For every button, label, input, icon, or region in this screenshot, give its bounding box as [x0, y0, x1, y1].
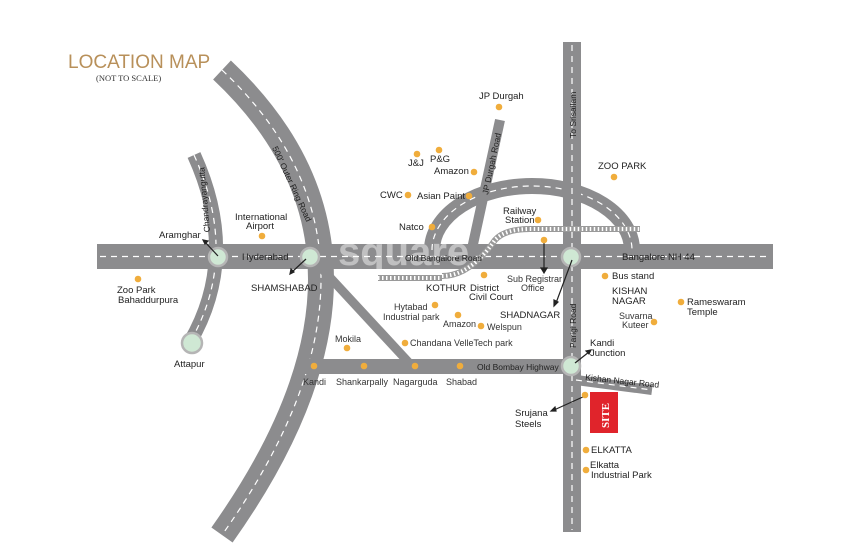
pointer-arrows [201, 239, 593, 412]
label-shadnagar: SHADNAGAR [500, 310, 560, 321]
label-cwc: CWC [380, 190, 403, 201]
label-zoo-park-bahaddurpura-1: Zoo Park [117, 285, 156, 296]
jp-durgah-road [465, 118, 505, 260]
label-rameswaram-1: Rameswaram [687, 297, 746, 308]
label-nagarguda: Nagarguda [393, 377, 438, 387]
semi-circle-road [424, 178, 640, 251]
label-pg: P&G [430, 154, 450, 165]
attapur-junction [180, 331, 204, 355]
label-natco: Natco [399, 222, 424, 233]
label-amazon-south: Amazon [443, 319, 476, 329]
label-suvarna-kuteer-1: Suvarna [619, 311, 653, 321]
label-kishan-nagar-2: NAGAR [612, 296, 646, 307]
label-hytabad-1: Hytabad [394, 302, 428, 312]
label-elkatta: ELKATTA [591, 445, 632, 456]
label-kandi-junction-1: Kandi [590, 338, 614, 349]
label-suvarna-kuteer-2: Kuteer [622, 320, 649, 330]
label-amazon-north: Amazon [434, 166, 469, 177]
label-bus-stand: Bus stand [612, 271, 654, 282]
label-international-airport-2: Airport [246, 221, 274, 232]
site-marker: SITE [590, 392, 618, 433]
parigi-road-label: Parigi Road [568, 303, 578, 348]
old-bombay-highway [298, 359, 574, 374]
label-hytabad-2: Industrial park [383, 312, 440, 322]
diagonal-road [308, 254, 416, 370]
old-bangalore-road-label: Old Bangalore Road [405, 253, 482, 263]
map-subtitle: (NOT TO SCALE) [96, 73, 161, 83]
label-railway-station-2: Station [505, 215, 535, 226]
label-district-court-1: District [470, 283, 499, 294]
label-mokila: Mokila [335, 334, 361, 344]
label-shankarpally: Shankarpally [336, 377, 389, 387]
label-elkatta-industrial-2: Industrial Park [591, 470, 652, 481]
label-srujana-steels-2: Steels [515, 419, 542, 430]
shamshabad-junction [299, 246, 321, 268]
label-sub-registrar-2: Office [521, 283, 544, 293]
label-chandana: Chandana VelleTech park [410, 338, 513, 348]
map-title: LOCATION MAP [68, 52, 210, 73]
to-srisailam-label: To Srisailam [568, 92, 578, 138]
site-label: SITE [600, 403, 612, 428]
label-district-court-2: Civil Court [469, 292, 513, 303]
label-jp-durgah: JP Durgah [479, 91, 524, 102]
poi-dots [134, 103, 685, 474]
label-shamshabad: SHAMSHABAD [251, 283, 318, 294]
label-aramghar: Aramghar [159, 230, 201, 241]
outer-ring-road [211, 60, 334, 543]
label-railway-station-1: Railway [503, 206, 537, 217]
kandi-junction-node [560, 355, 582, 377]
label-kishan-nagar-1: KISHAN [612, 286, 648, 297]
label-rameswaram-2: Temple [687, 307, 718, 318]
hyderabad-label: Hyderabad [242, 252, 288, 263]
label-international-airport-1: International [235, 212, 287, 223]
label-jnj: J&J [408, 158, 424, 169]
label-asian-paint: Asian Paint [417, 191, 465, 202]
roads [97, 42, 773, 543]
label-kothur: KOTHUR [426, 283, 466, 294]
label-sub-registrar-1: Sub Registrar [507, 274, 562, 284]
label-srujana-steels-1: Srujana [515, 408, 548, 419]
label-zoo-park: ZOO PARK [598, 161, 647, 172]
shadnagar-junction [560, 246, 582, 268]
label-shabad: Shabad [446, 377, 477, 387]
bangalore-label: Bangalore NH 44 [622, 252, 695, 263]
label-attapur: Attapur [174, 359, 205, 370]
label-welspun: Welspun [487, 322, 522, 332]
aramghar-junction [207, 246, 229, 268]
watermark: square [338, 230, 469, 274]
place-labels: Aramghar Attapur Zoo Park Bahaddurpura I… [117, 91, 746, 481]
label-elkatta-industrial-1: Elkatta [590, 460, 620, 471]
label-kandi-junction-2: Junction [590, 348, 625, 359]
label-kandi: Kandi [303, 377, 326, 387]
label-zoo-park-bahaddurpura-2: Bahaddurpura [118, 295, 179, 306]
old-bombay-highway-label: Old Bombay Highway [477, 362, 559, 372]
